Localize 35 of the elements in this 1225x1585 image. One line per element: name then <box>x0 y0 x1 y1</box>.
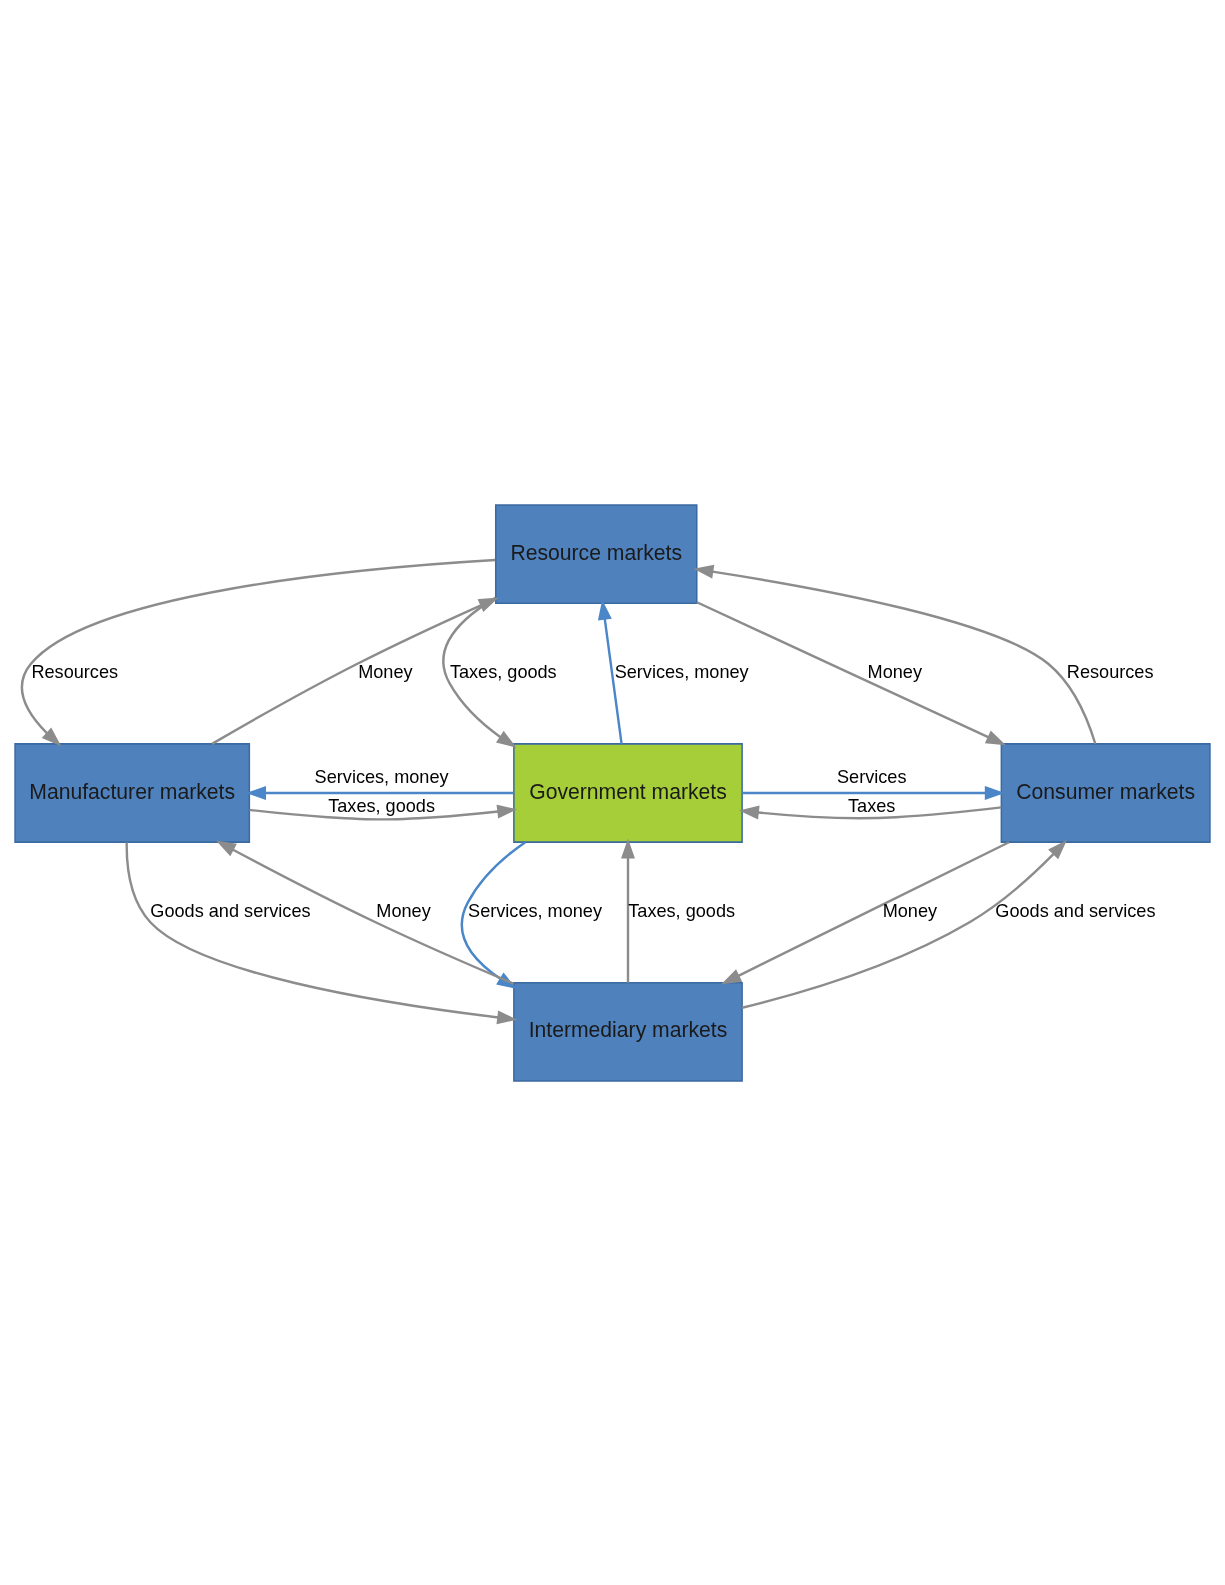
arrow <box>738 805 1002 820</box>
edge-label: Resources <box>31 661 119 682</box>
arrow <box>696 600 1006 745</box>
arrow <box>742 785 1005 800</box>
node-box: Government markets <box>513 742 743 843</box>
arrow <box>621 838 635 983</box>
edge-label: Money <box>376 900 431 921</box>
arrow <box>597 599 623 744</box>
edge-label: Goods and services <box>995 900 1156 921</box>
edge-label: Services, money <box>614 661 749 682</box>
arrow <box>442 596 517 748</box>
edge-label: Taxes, goods <box>449 661 557 682</box>
node-box: Consumer markets <box>1000 742 1211 843</box>
arrow <box>20 558 496 746</box>
edge-label: Taxes, goods <box>628 900 736 921</box>
edge-label: Money <box>867 661 922 682</box>
arrow <box>693 564 1097 744</box>
node-box: Manufacturer markets <box>14 742 251 843</box>
arrow <box>246 785 514 800</box>
node-box: Resource markets <box>494 503 698 604</box>
arrow <box>216 840 514 985</box>
edge-label: Goods and services <box>150 900 311 921</box>
edge-label: Services <box>836 766 907 787</box>
edge-label: Money <box>358 661 413 682</box>
edge-label: Services, money <box>314 766 449 787</box>
arrow <box>721 840 1010 984</box>
edge-label: Services, money <box>468 900 603 921</box>
edge-label: Taxes, goods <box>328 795 436 816</box>
edge-label: Money <box>882 900 938 921</box>
arrow <box>249 804 518 821</box>
arrow <box>741 839 1067 1009</box>
node-box: Intermediary markets <box>513 981 743 1082</box>
edge-label: Taxes <box>848 795 896 816</box>
arrow <box>211 596 499 745</box>
edge-label: Resources <box>1066 661 1154 682</box>
